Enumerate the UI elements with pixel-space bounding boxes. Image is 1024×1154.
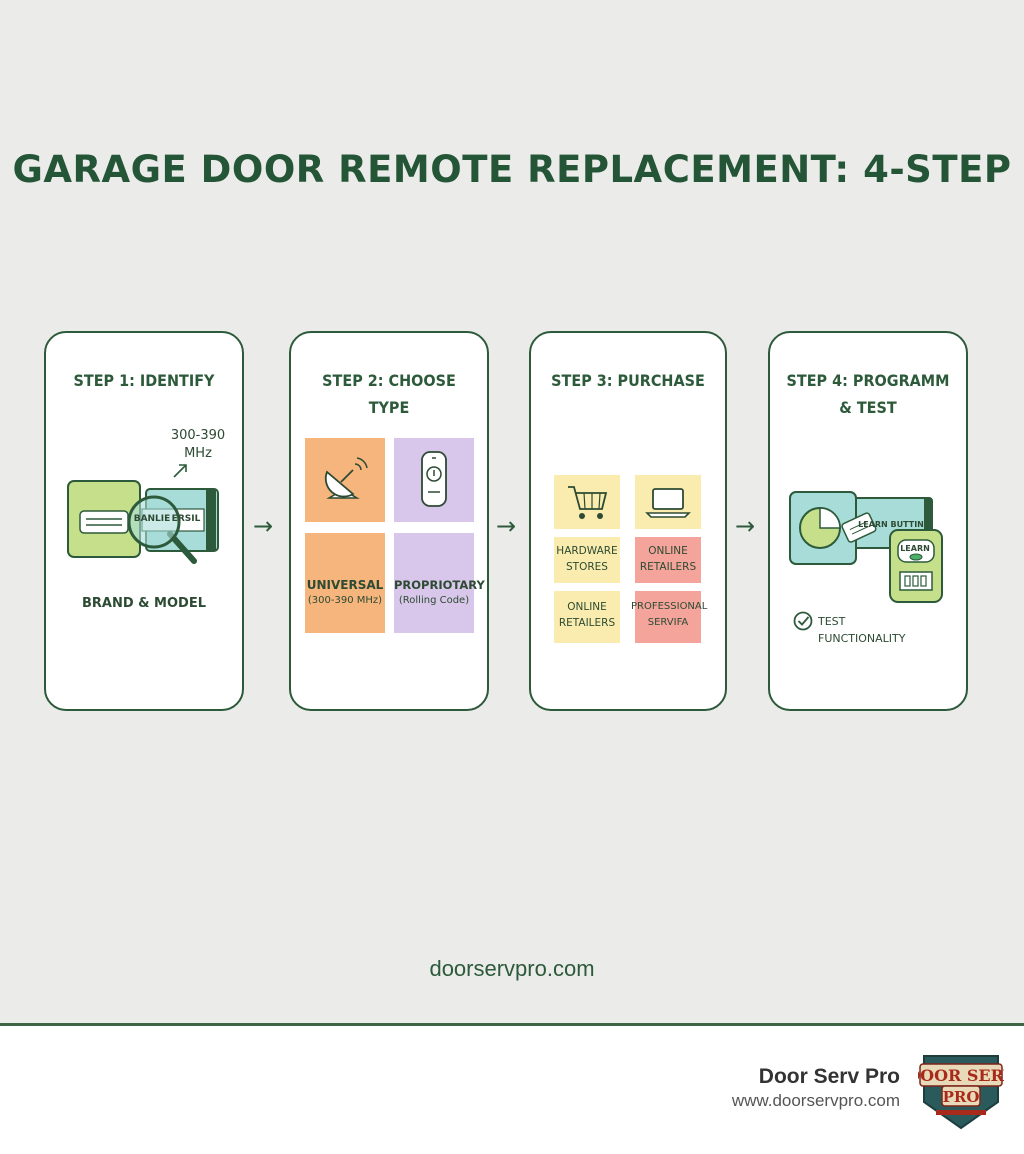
frequency-unit: MHz: [184, 446, 212, 461]
universal-icon-tile: [305, 438, 385, 522]
caption-line: FUNCTIONALITY: [818, 632, 906, 645]
footer-bar: [0, 1026, 1024, 1154]
test-functionality-caption: TEST FUNCTIONALITY: [818, 613, 905, 647]
frequency-value: 300-390: [170, 428, 226, 443]
online-retailers-option: [635, 537, 701, 583]
step-3-title: STEP 3: PURCHASE: [551, 371, 705, 390]
option-line: RETAILERS: [639, 561, 697, 573]
online-retailers-label-2: ONLINE RETAILERS: [554, 599, 620, 631]
brand-label-text: BANLIE: [133, 514, 171, 524]
brand-model-caption: BRAND & MODEL: [82, 596, 206, 611]
step-1-card: STEP 1: IDENTIFY 300-390 MHz BANLIE ERSI…: [44, 331, 244, 711]
step-2-card: STEP 2: CHOOSE TYPE UNIVERSAL (300-390 M…: [289, 331, 489, 711]
footer-divider: [0, 1023, 1024, 1026]
step-2-title: STEP 2: CHOOSE TYPE: [322, 371, 456, 417]
caption-line: TEST: [818, 615, 846, 628]
remote-control-icon: [421, 451, 447, 507]
remote-identify-illustration: [67, 480, 219, 564]
brand-url[interactable]: www.doorservpro.com: [731, 1091, 900, 1110]
laptop-tile: [635, 475, 701, 529]
cart-tile: [554, 475, 620, 529]
brand-name: Door Serv Pro: [758, 1065, 900, 1088]
page-title: GARAGE DOOR REMOTE REPLACEMENT: 4-STEP: [12, 148, 1012, 191]
step-3-card: STEP 3: PURCHASE HARDWARE STORES ONLINE …: [529, 331, 727, 711]
laptop-icon: [645, 488, 691, 518]
svg-text:PRO: PRO: [943, 1088, 980, 1106]
online-retailers-option-2: [554, 591, 620, 643]
professional-service-option: [635, 591, 701, 643]
arrow-right-icon: →: [735, 512, 756, 540]
step-4-card: STEP 4: PROGRAMM & TEST LEARN BUTTIN LEA…: [768, 331, 968, 711]
checkmark-icon: [793, 611, 813, 631]
satellite-dish-icon: [324, 457, 368, 499]
option-line: ONLINE: [648, 545, 688, 557]
option-line: SERVIFA: [647, 617, 689, 628]
step-4-title: STEP 4: PROGRAMM & TEST: [786, 371, 950, 417]
step-1-title: STEP 1: IDENTIFY: [73, 371, 215, 390]
hardware-stores-label: HARDWARE STORES: [554, 543, 620, 575]
universal-label: UNIVERSAL: [306, 578, 384, 592]
option-line: RETAILERS: [558, 617, 616, 629]
proprietary-label: PROPRIOTARY: [394, 578, 485, 592]
proprietary-icon-tile: [394, 438, 474, 522]
program-remote-illustration: [789, 491, 943, 603]
frequency-label: 300-390 MHz: [168, 427, 228, 463]
universal-option: [305, 533, 385, 633]
svg-text:DOOR SERV: DOOR SERV: [918, 1066, 1004, 1085]
arrow-right-icon: →: [253, 512, 274, 540]
arrow-up-right-icon: [173, 464, 187, 478]
option-line: STORES: [566, 561, 608, 573]
option-line: ONLINE: [567, 601, 607, 613]
arrow-right-icon: →: [496, 512, 517, 540]
model-label-text: ERSIL: [171, 514, 201, 524]
hardware-stores-option: [554, 537, 620, 583]
professional-service-label: PROFESSIONAL SERVIFA: [631, 599, 708, 631]
option-line: HARDWARE: [556, 545, 618, 557]
universal-sub: (300-390 MHz): [307, 595, 383, 606]
footer-url[interactable]: doorservpro.com: [429, 956, 595, 981]
learn-button-label: LEARN BUTTIN: [858, 520, 924, 529]
remote-learn-label: LEARN: [900, 544, 930, 553]
door-serv-pro-logo: DOOR SERV PRO: [918, 1055, 1004, 1130]
option-line: PROFESSIONAL: [631, 601, 708, 612]
proprietary-sub: (Rolling Code): [398, 595, 470, 606]
shopping-cart-icon: [568, 486, 608, 519]
proprietary-option: [394, 533, 474, 633]
online-retailers-label: ONLINE RETAILERS: [635, 543, 701, 575]
